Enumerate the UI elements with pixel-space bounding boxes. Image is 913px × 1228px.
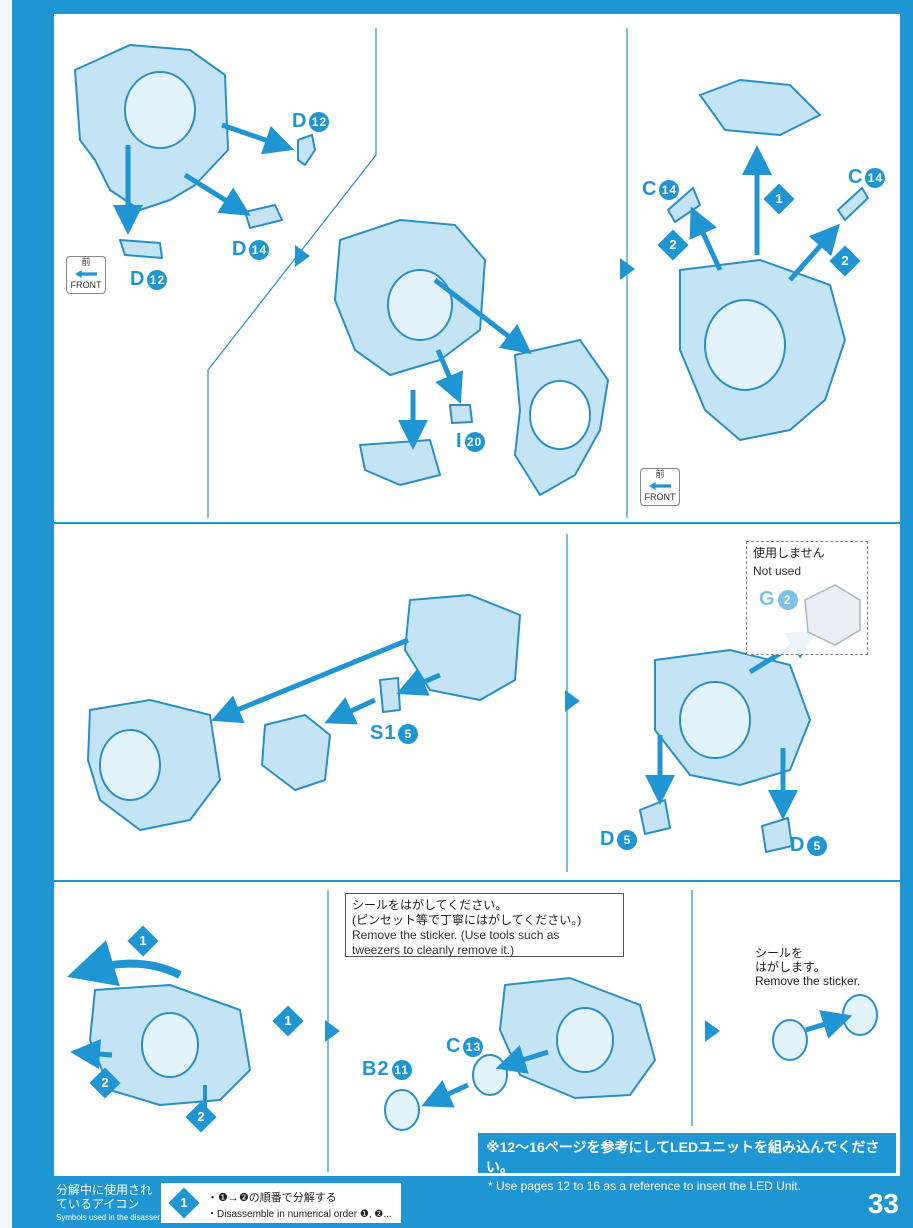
step-marker: 2 [185, 1101, 217, 1133]
adjacent-page-strip [0, 0, 12, 1228]
divider-row2 [54, 880, 900, 882]
sticker-jp1: シールをはがしてください。 [352, 898, 508, 912]
next-step-marker [620, 258, 635, 280]
not-used-en: Not used [753, 564, 802, 578]
next-step-marker [705, 1020, 720, 1042]
legend-title: 分解中に使用され ているアイコン Symbols used in the dis… [56, 1183, 175, 1222]
sticker-small-note: シールを はがします。 Remove the sticker. [755, 946, 861, 988]
led-note-jp: ※12～16ページを参考にしてLEDユニットを組み込んでください。 [486, 1139, 880, 1175]
step-marker: 1 [763, 183, 795, 215]
not-used-jp: 使用しません [753, 546, 825, 560]
sticker-en2: tweezers to cleanly remove it.) [352, 943, 515, 957]
page-gutter [12, 0, 54, 1228]
next-step-marker [295, 245, 310, 267]
legend-line-en: ・Disassemble in numerical order ❶, ❷... [207, 1209, 392, 1220]
led-note-en: * Use pages 12 to 16 as a reference to i… [488, 1179, 801, 1193]
sticker-instruction-box: シールをはがしてください。 (ピンセット等で丁寧にはがしてください。) Remo… [345, 893, 624, 957]
legend-box: 1 ・❶→❷の順番で分解する ・Disassemble in numerical… [160, 1182, 402, 1224]
led-unit-note: ※12～16ページを参考にしてLEDユニットを組み込んでください。 * Use … [478, 1133, 896, 1193]
legend-step-icon: 1 [168, 1187, 200, 1219]
divider-row1 [54, 522, 900, 524]
legend-line-jp: ・❶→❷の順番で分解する [207, 1192, 337, 1204]
next-step-marker [565, 690, 580, 712]
step-marker: 1 [272, 1005, 304, 1037]
sticker-jp2: (ピンセット等で丁寧にはがしてください。) [352, 913, 582, 927]
sticker-en1: Remove the sticker. (Use tools such as [352, 928, 560, 942]
page-number: 33 [867, 1188, 899, 1219]
step-marker: 2 [829, 245, 861, 277]
next-step-marker [325, 1020, 340, 1042]
step-marker: 2 [657, 229, 689, 261]
step-marker: 1 [127, 925, 159, 957]
step-marker: 2 [89, 1067, 121, 1099]
